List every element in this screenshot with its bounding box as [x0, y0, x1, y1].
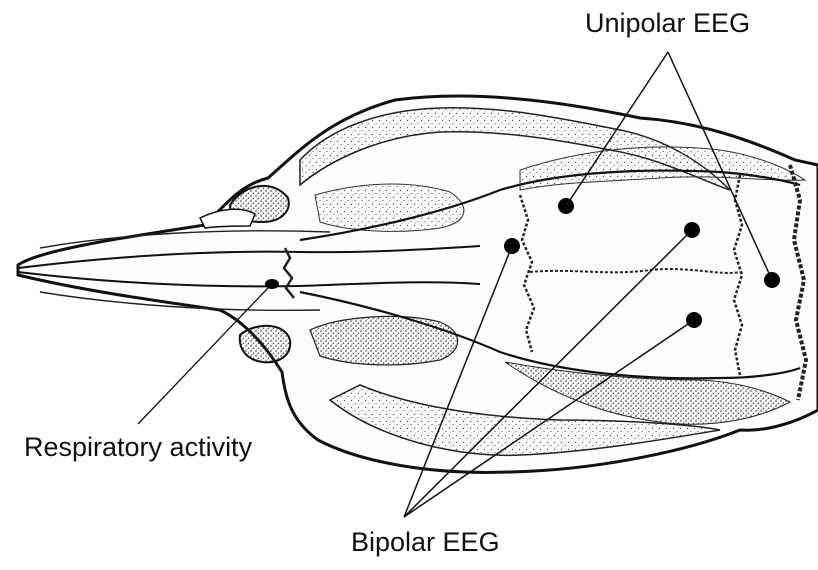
- lower-orbit-stipple: [310, 316, 458, 364]
- lower-zygomatic-root: [240, 326, 290, 363]
- unipolar-eeg-label: Unipolar EEG: [585, 8, 750, 39]
- respiratory-activity-label: Respiratory activity: [24, 432, 252, 463]
- left-incisor-region: [200, 209, 255, 228]
- respiratory-electrode: [265, 279, 279, 289]
- bipolar-eeg-label: Bipolar EEG: [351, 527, 500, 558]
